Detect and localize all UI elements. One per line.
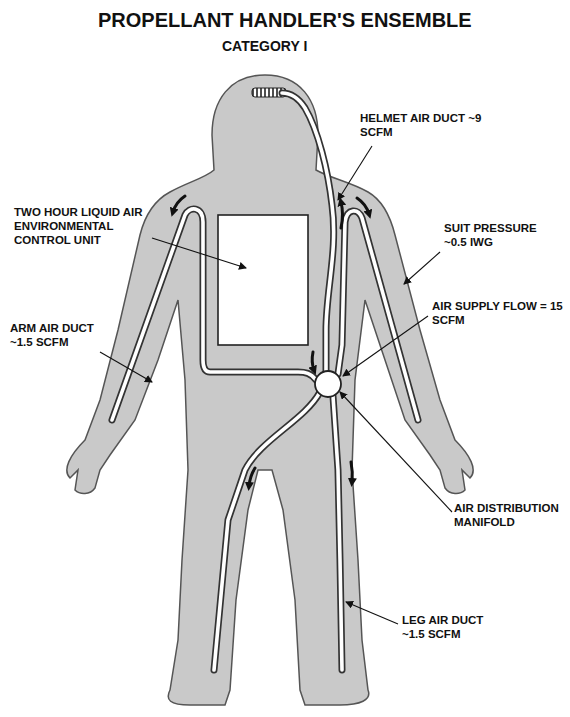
callout-label: SUIT PRESSURE ~0.5 IWG (444, 222, 554, 250)
flow-arrows (173, 196, 369, 486)
distribution-manifold (315, 371, 341, 397)
air-ducts-inner (112, 93, 418, 670)
environmental-control-unit (218, 215, 308, 345)
callout-label: AIR SUPPLY FLOW = 15 SCFM (432, 300, 564, 328)
callout-label: LEG AIR DUCT ~1.5 SCFM (402, 614, 506, 642)
callout-label: AIR DISTRIBUTION MANIFOLD (454, 502, 566, 530)
diagram-subtitle: CATEGORY I (222, 38, 307, 55)
callout-label: HELMET AIR DUCT ~9 SCFM (360, 112, 488, 140)
callout-label: TWO HOUR LIQUID AIR ENVIRONMENTAL CONTRO… (14, 206, 159, 247)
leader-lines (100, 146, 452, 624)
diagram-title: PROPELLANT HANDLER'S ENSEMBLE (98, 8, 472, 32)
callout-label: ARM AIR DUCT ~1.5 SCFM (10, 322, 102, 350)
suit-silhouette (67, 75, 473, 705)
air-ducts-outline (112, 93, 418, 670)
